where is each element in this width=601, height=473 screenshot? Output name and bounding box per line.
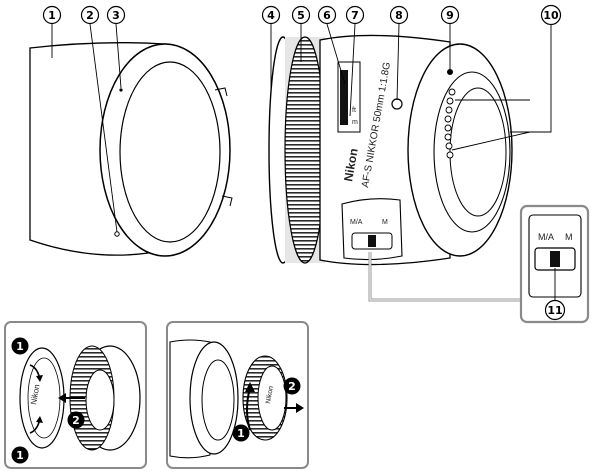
svg-text:7: 7 [351, 9, 359, 22]
svg-text:10: 10 [543, 9, 559, 22]
scale-m-label: m [352, 119, 358, 126]
step-badge-1-top: 1 [11, 337, 29, 355]
lens-body: ft m Nikon AF-S NIKKOR 50mm 1:1.8G M/A M [268, 34, 513, 266]
lens-brand-text: Nikon [341, 147, 361, 182]
callout-5: 5 [291, 5, 311, 25]
switch-label-m: M [382, 219, 388, 226]
step-badge-1-bottom: 1 [11, 446, 29, 464]
step-badge-1-rear: 1 [232, 424, 250, 442]
svg-text:2: 2 [86, 9, 94, 22]
svg-text:2: 2 [288, 380, 296, 393]
svg-text:4: 4 [267, 9, 275, 22]
hood-alignment-dot [114, 231, 120, 237]
svg-text:9: 9 [446, 9, 454, 22]
callout-7: 7 [345, 5, 365, 25]
svg-text:1: 1 [237, 427, 245, 440]
rear-cap-brand: Nikon [265, 385, 275, 404]
scale-ft-label: ft [352, 107, 356, 114]
callout-6: 6 [317, 5, 337, 25]
callout-2: 2 [80, 5, 100, 25]
hood-mounting-index [119, 88, 123, 92]
svg-text:8: 8 [395, 9, 403, 22]
detail-label-ma: M/A [538, 232, 554, 242]
callout-11: 11 [544, 299, 566, 321]
svg-text:5: 5 [297, 9, 305, 22]
detail-label-m: M [565, 232, 573, 242]
callout-10: 10 [540, 4, 562, 26]
rear-cap-panel: Nikon 2 1 [166, 321, 309, 469]
front-cap-brand: Nikon [29, 384, 41, 406]
callout-9: 9 [440, 5, 460, 25]
callout-4: 4 [261, 5, 281, 25]
svg-text:1: 1 [16, 449, 24, 462]
switch-label-ma: M/A [350, 219, 363, 226]
lens-hood [29, 42, 233, 257]
svg-text:2: 2 [72, 414, 80, 427]
svg-text:1: 1 [16, 340, 24, 353]
switch-detail-box: M/A M [519, 204, 590, 324]
callout-8: 8 [389, 5, 409, 25]
callout-3: 3 [106, 5, 126, 25]
front-lens-cap [19, 347, 65, 449]
focus-mode-index-dot [391, 98, 403, 110]
cpu-contacts [444, 88, 456, 159]
step-badge-2-rear: 2 [283, 377, 301, 395]
focus-ring [284, 36, 326, 264]
svg-text:6: 6 [323, 9, 331, 22]
callout-1: 1 [42, 5, 62, 25]
svg-text:3: 3 [112, 9, 120, 22]
svg-text:11: 11 [547, 304, 562, 317]
callout-leaders [51, 23, 556, 300]
callout-numbers: 1 2 3 4 5 6 7 8 9 10 11 [42, 4, 566, 321]
step-badge-2: 2 [67, 411, 85, 429]
svg-text:1: 1 [48, 9, 56, 22]
mounting-mark [447, 69, 453, 75]
front-cap-panel: Nikon 1 1 2 [4, 321, 147, 469]
